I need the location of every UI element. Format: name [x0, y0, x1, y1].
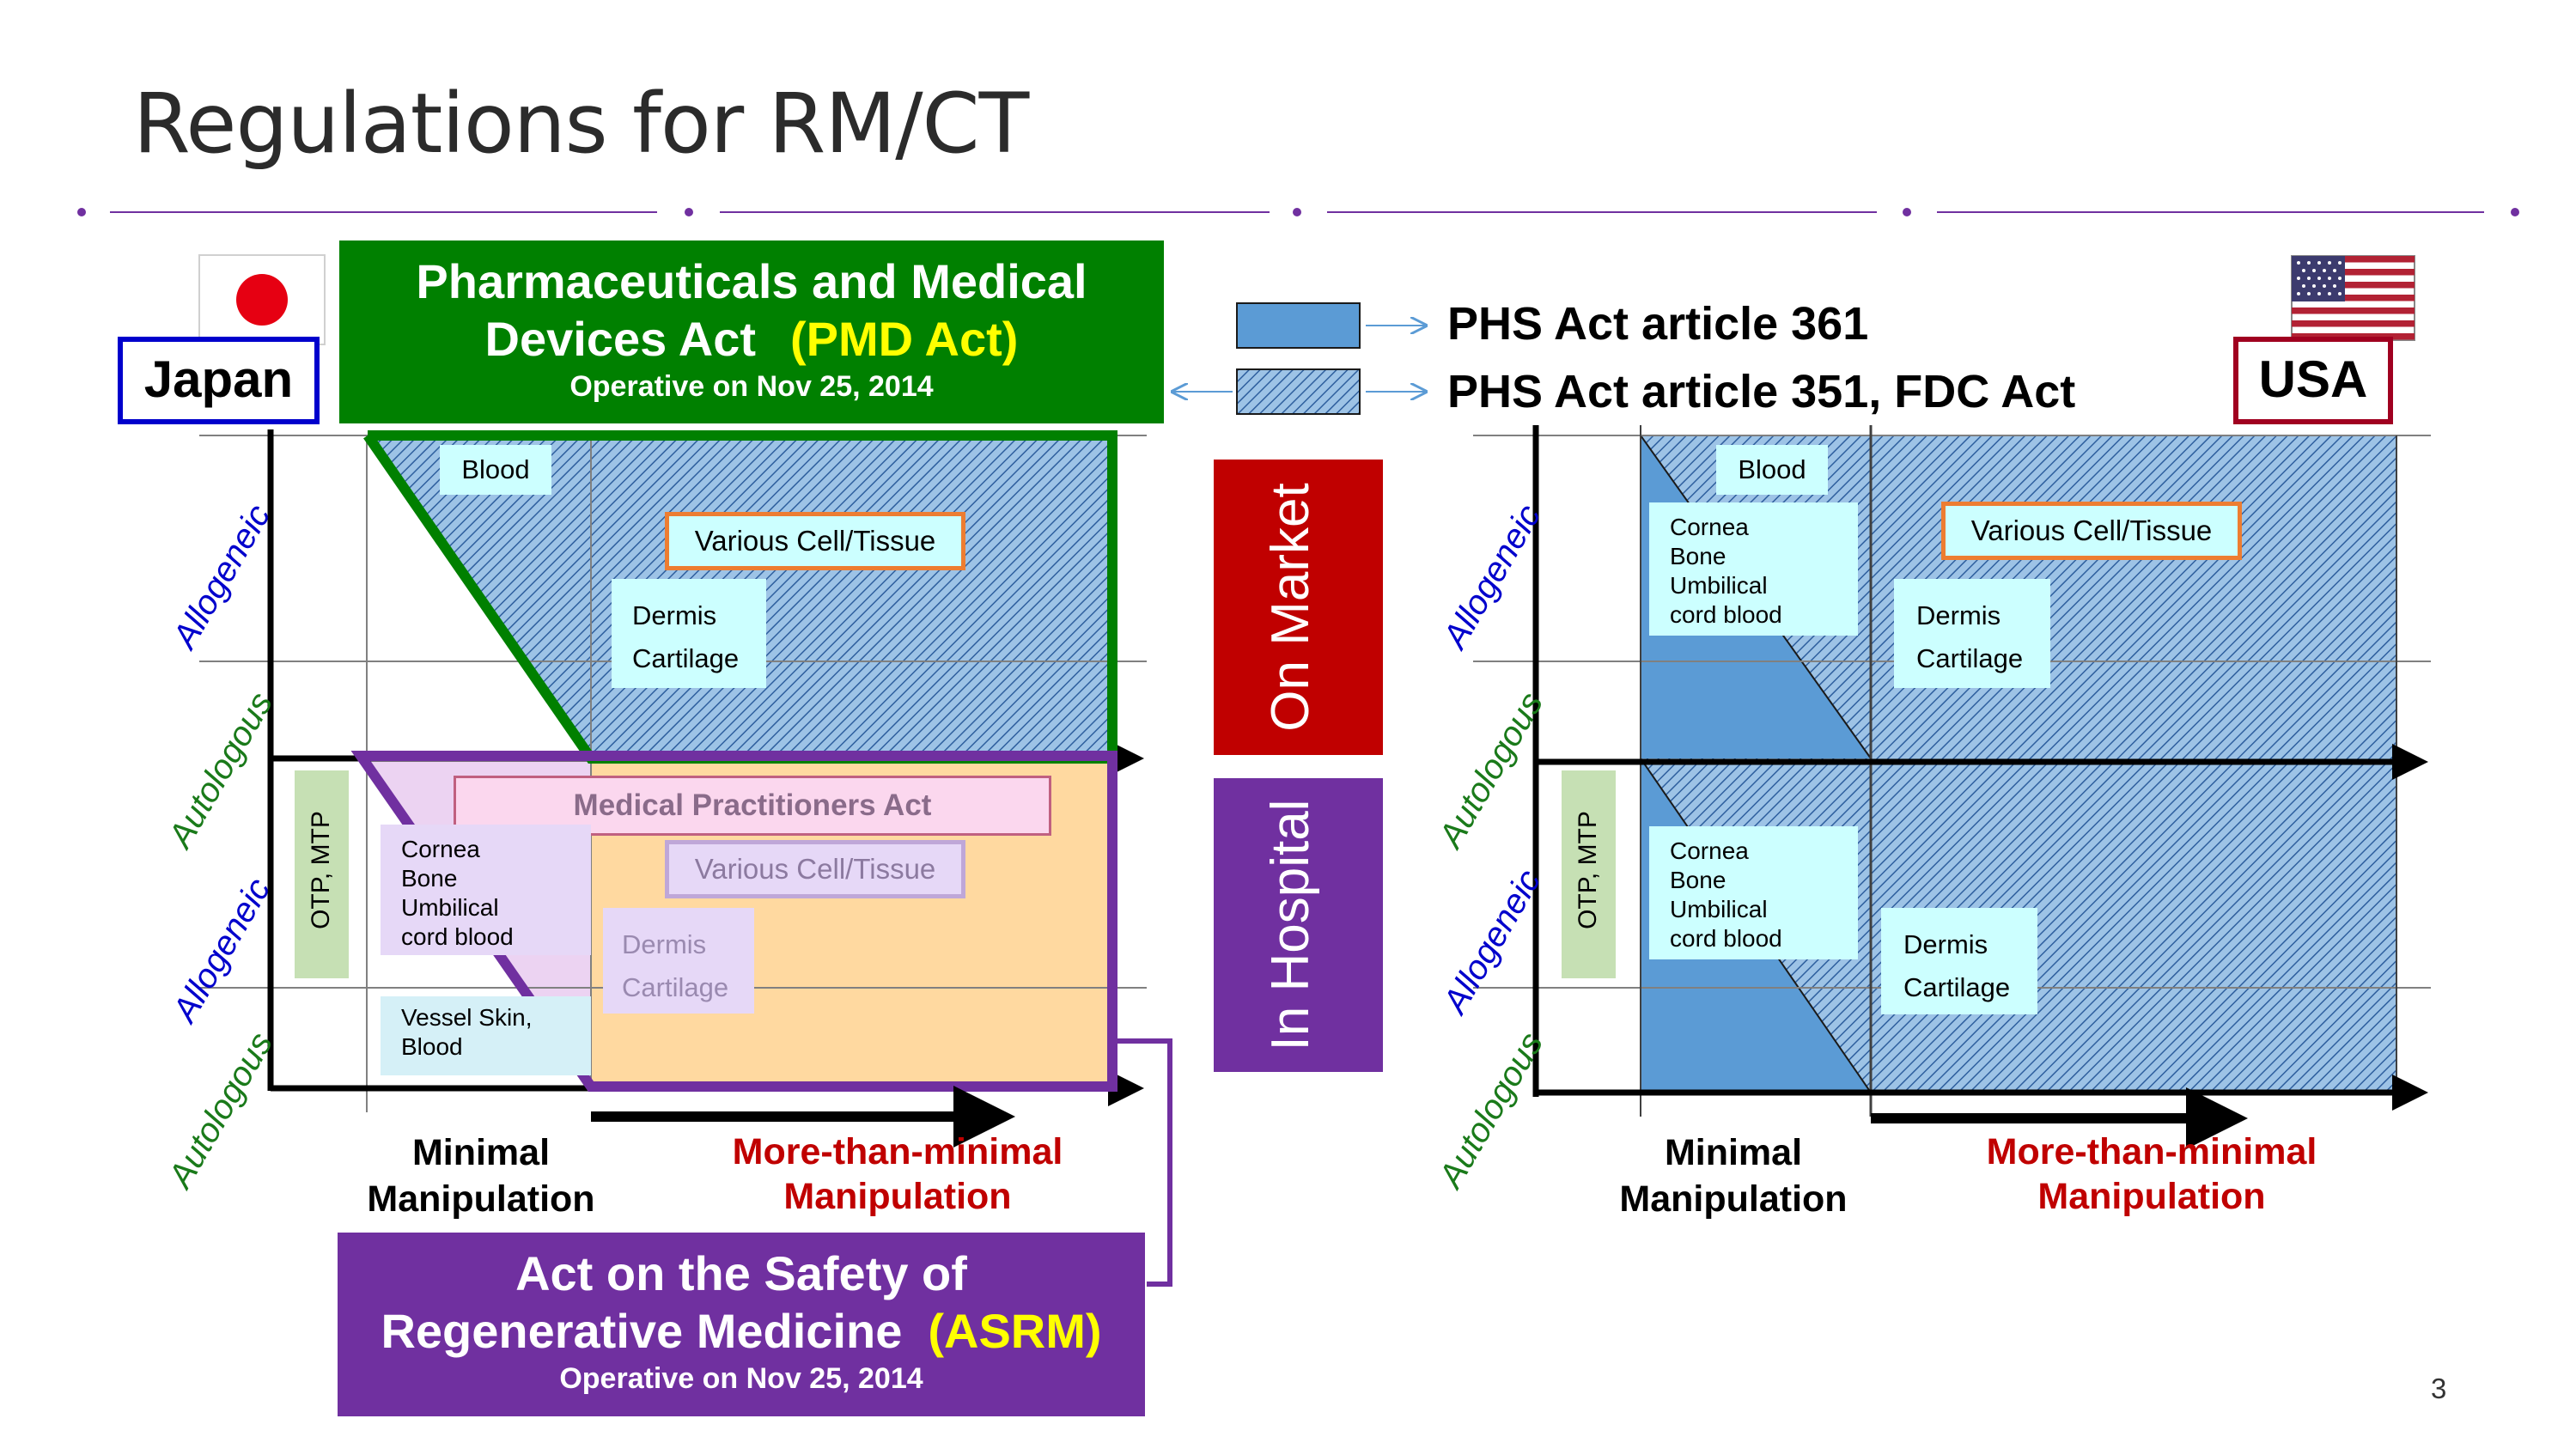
japan-dermis-label: Dermis: [632, 600, 717, 630]
japan-lower-dermis-label: Dermis: [622, 929, 707, 959]
japan-lower-umbilical: Umbilical: [401, 894, 499, 921]
usa-upper-cornea-box: Cornea Bone Umbilical cord blood: [1649, 502, 1858, 636]
japan-x-more: More-than-minimal Manipulation: [704, 1129, 1091, 1219]
usa-x-minimal: Minimal Manipulation: [1596, 1129, 1871, 1222]
japan-otp-mtp-box: OTP, MTP: [295, 770, 349, 978]
pmd-act-line2: Devices Act (PMD Act): [339, 311, 1164, 368]
slide-title: Regulations for RM/CT: [133, 76, 1029, 172]
japan-x-more-line2: Manipulation: [783, 1176, 1012, 1217]
japan-label: Japan: [118, 337, 320, 424]
usa-upper-cord-blood: cord blood: [1670, 601, 1782, 628]
japan-x-minimal: Minimal Manipulation: [344, 1129, 618, 1222]
legend-solid-swatch: [1236, 302, 1361, 349]
asrm-line1: Act on the Safety of: [515, 1246, 967, 1300]
japan-vessel-blood: Blood: [401, 1033, 463, 1060]
usa-various-label: Various Cell/Tissue: [1941, 502, 2242, 560]
usa-lower-cornea: Cornea: [1670, 837, 1749, 864]
usa-lower-bone: Bone: [1670, 867, 1726, 893]
usa-blood-label: Blood: [1716, 445, 1828, 495]
usa-x-more-line2: Manipulation: [2037, 1176, 2266, 1217]
japan-vessel-skin: Vessel Skin,: [401, 1004, 533, 1031]
pmd-act-line1: Pharmaceuticals and Medical: [416, 254, 1087, 308]
pmd-act-line2-prefix: Devices Act: [484, 312, 756, 366]
usa-otp-mtp-box: OTP, MTP: [1562, 770, 1616, 978]
japan-asrm-border: [350, 751, 1117, 1092]
japan-lower-cord-blood: cord blood: [401, 923, 514, 950]
usa-lower-cord-blood: cord blood: [1670, 925, 1782, 952]
usa-upper-umbilical: Umbilical: [1670, 572, 1768, 599]
legend-item2-label: PHS Act article 351, FDC Act: [1447, 366, 2076, 417]
in-hospital-box: In Hospital: [1214, 778, 1383, 1072]
japan-x-minimal-line2: Manipulation: [367, 1178, 595, 1220]
japan-lower-cartilage-label: Cartilage: [622, 972, 729, 1002]
japan-lower-bone: Bone: [401, 865, 458, 892]
pmd-act-operative: Operative on Nov 25, 2014: [569, 370, 934, 403]
japan-lower-cornea: Cornea: [401, 836, 480, 862]
usa-lower-umbilical: Umbilical: [1670, 896, 1768, 922]
legend-item1-label: PHS Act article 361: [1447, 298, 1869, 350]
on-market-label: On Market: [1261, 483, 1320, 732]
japan-flag: [198, 254, 326, 345]
japan-vessel-box: Vessel Skin, Blood: [381, 996, 591, 1075]
asrm-line2-prefix: Regenerative Medicine: [381, 1304, 903, 1358]
japan-cartilage-label: Cartilage: [632, 643, 740, 673]
on-market-box: On Market: [1214, 460, 1383, 755]
usa-upper-cornea: Cornea: [1670, 514, 1749, 540]
japan-x-minimal-line1: Minimal: [411, 1132, 551, 1173]
title-separator: [77, 208, 2519, 216]
japan-otp-mtp-label: OTP, MTP: [307, 811, 335, 929]
usa-x-minimal-line1: Minimal: [1664, 1132, 1803, 1173]
usa-flag: [2291, 255, 2415, 341]
usa-label: USA: [2233, 337, 2393, 424]
japan-lower-various-label: Various Cell/Tissue: [665, 840, 965, 898]
in-hospital-label: In Hospital: [1261, 799, 1320, 1051]
usa-cartilage-label: Cartilage: [1916, 643, 2024, 673]
usa-lower-cornea-box: Cornea Bone Umbilical cord blood: [1649, 826, 1858, 959]
japan-blood-label: Blood: [440, 445, 551, 495]
japan-dermis-box: Dermis Cartilage: [612, 579, 766, 688]
page-number: 3: [2431, 1373, 2447, 1404]
usa-x-more-line1: More-than-minimal: [1986, 1131, 2317, 1172]
asrm-abbr: (ASRM): [928, 1304, 1102, 1358]
japan-various-label: Various Cell/Tissue: [665, 512, 965, 570]
legend: [1172, 302, 1426, 415]
asrm-line2: Regenerative Medicine (ASRM): [338, 1303, 1145, 1360]
asrm-box: Act on the Safety of Regenerative Medici…: [338, 1233, 1145, 1416]
usa-x-minimal-line2: Manipulation: [1619, 1178, 1848, 1220]
japan-lower-cornea-box: Cornea Bone Umbilical cord blood: [381, 825, 591, 955]
usa-lower-cartilage-label: Cartilage: [1903, 972, 2011, 1002]
pmd-act-abbr: (PMD Act): [789, 312, 1019, 366]
usa-otp-mtp-label: OTP, MTP: [1574, 811, 1602, 929]
usa-x-more: More-than-minimal Manipulation: [1958, 1129, 2345, 1219]
japan-x-more-line1: More-than-minimal: [732, 1131, 1063, 1172]
usa-upper-bone: Bone: [1670, 543, 1726, 569]
legend-hatched-swatch: [1236, 368, 1361, 415]
usa-dermis-box: Dermis Cartilage: [1894, 579, 2050, 688]
asrm-operative: Operative on Nov 25, 2014: [559, 1362, 923, 1395]
usa-lower-dermis-box: Dermis Cartilage: [1881, 908, 2037, 1014]
usa-dermis-label: Dermis: [1916, 600, 2001, 630]
usa-lower-dermis-label: Dermis: [1903, 929, 1988, 959]
japan-lower-dermis-box: Dermis Cartilage: [603, 908, 754, 1014]
pmd-act-box: Pharmaceuticals and Medical Devices Act (…: [339, 240, 1164, 423]
japan-asrm-connector: [1117, 1038, 1172, 1287]
